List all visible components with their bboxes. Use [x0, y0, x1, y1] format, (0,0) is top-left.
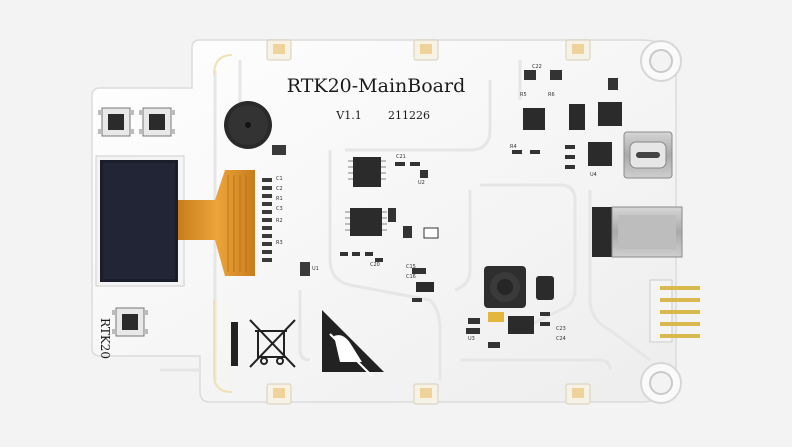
mounting-hole-bottom-right — [640, 362, 682, 404]
tactile-button-3 — [112, 307, 148, 337]
silk-label: R1 — [276, 196, 283, 202]
ic-u2 — [345, 208, 387, 236]
small-parts-middle — [340, 162, 439, 262]
silk-label: R4 — [510, 144, 517, 150]
silk-label: C3 — [276, 206, 283, 212]
board-date-code: 211226 — [388, 109, 430, 122]
silk-label: C16 — [406, 274, 416, 280]
silk-label: C15 — [406, 264, 416, 270]
esd-warning-icon — [322, 310, 384, 377]
ic-u1 — [348, 157, 386, 187]
oled-display — [95, 155, 185, 287]
board-version: V1.1 — [335, 109, 361, 122]
silk-label: U4 — [590, 172, 597, 178]
silk-label: R3 — [276, 240, 283, 246]
silk-label: R6 — [548, 92, 555, 98]
silkscreen-markings: C15 C16 C20 C21 R1 R2 R3 R4 U1 U2 U3 C1 … — [276, 64, 597, 342]
usb-c-connector-icon — [623, 131, 673, 179]
board-side-label: RTK20 — [98, 318, 112, 359]
flex-cable — [178, 170, 255, 276]
mounting-hole-top-right — [640, 40, 682, 82]
silk-label: C21 — [396, 154, 406, 160]
silk-label: C24 — [556, 336, 566, 342]
lower-right-parts — [412, 268, 554, 348]
ic-top-right — [512, 70, 622, 169]
pin-header-icon — [649, 279, 700, 343]
cable-socket — [592, 206, 683, 258]
led-array — [266, 39, 591, 405]
tactile-button-1 — [98, 107, 134, 137]
silk-label: U3 — [468, 336, 475, 342]
silk-label: C20 — [370, 262, 380, 268]
weee-bin-icon — [231, 319, 296, 368]
tactile-button-2 — [139, 107, 175, 137]
silk-label: U1 — [312, 266, 319, 272]
silk-label: C22 — [532, 64, 542, 70]
silk-label: R5 — [520, 92, 527, 98]
silk-label: C2 — [276, 186, 283, 192]
silk-label: U2 — [418, 180, 425, 186]
pcb-traces-yellow-edge — [213, 54, 233, 393]
silk-label: C1 — [276, 176, 283, 182]
board-title: RTK20-MainBoard — [287, 75, 466, 97]
buzzer-icon — [224, 101, 272, 149]
silk-label: C23 — [556, 326, 566, 332]
silk-label: R2 — [276, 218, 283, 224]
power-inductor — [484, 266, 526, 308]
passive-components-column — [262, 145, 310, 276]
